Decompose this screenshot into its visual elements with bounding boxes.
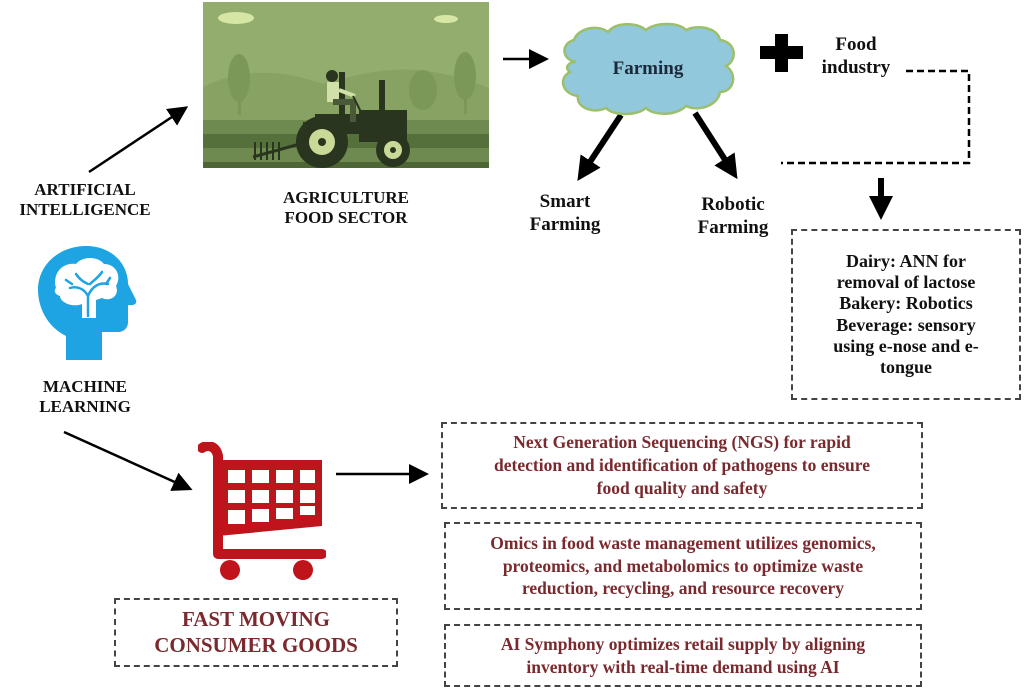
application-line: inventory with real-time demand using AI [526, 656, 840, 677]
farming-cloud-label: Farming [612, 58, 684, 79]
food-industry-detail-line: removal of lactose [836, 272, 976, 293]
ml-label-line: MACHINE [42, 377, 128, 396]
farming-cloud-shape [561, 22, 735, 116]
food-industry-details-box: Dairy: ANN for removal of lactose Bakery… [791, 229, 1021, 400]
food-industry-detail-line: using e-nose and e- [833, 335, 979, 356]
food-industry-detail-line: Dairy: ANN for [846, 250, 966, 271]
application-box-ai-symphony: AI Symphony optimizes retail supply by a… [444, 624, 922, 687]
application-box-ngs: Next Generation Sequencing (NGS) for rap… [441, 422, 923, 509]
arrow-farming-to-robotic [692, 111, 738, 180]
food-industry-line: industry [821, 56, 891, 78]
ai-label: ARTIFICIAL INTELLIGENCE [10, 180, 160, 221]
robotic-farming-line: Farming [697, 216, 769, 238]
food-industry-detail-line: Bakery: Robotics [839, 293, 973, 314]
application-line: proteomics, and metabolomics to optimize… [502, 555, 864, 576]
application-line: AI Symphony optimizes retail supply by a… [500, 633, 866, 654]
ai-label-line: ARTIFICIAL [34, 180, 136, 199]
application-line: reduction, recycling, and resource recov… [521, 578, 845, 599]
fmcg-box: FAST MOVING CONSUMER GOODS [114, 598, 398, 667]
robotic-farming-line: Robotic [701, 194, 765, 215]
plus-icon [760, 34, 803, 72]
agriculture-label-line: FOOD SECTOR [284, 208, 408, 228]
smart-farming-line: Smart [539, 191, 591, 212]
arrow-farming-to-smart [577, 113, 624, 182]
agriculture-label: AGRICULTURE FOOD SECTOR [240, 188, 452, 229]
application-line: Omics in food waste management utilizes … [490, 532, 876, 553]
shopping-cart-icon [198, 442, 326, 580]
brain-head-icon [38, 246, 137, 360]
food-industry-line: Food [835, 34, 877, 55]
application-line: food quality and safety [596, 477, 768, 498]
application-box-omics: Omics in food waste management utilizes … [444, 522, 922, 610]
application-line: Next Generation Sequencing (NGS) for rap… [513, 432, 851, 453]
food-industry-detail-line: Beverage: sensory [836, 314, 976, 335]
ml-label-line: LEARNING [39, 397, 131, 417]
dashed-connector-food-industry [781, 69, 971, 165]
smart-farming-line: Farming [529, 213, 601, 235]
arrow-ai-to-agriculture [88, 106, 189, 174]
food-industry-detail-line: tongue [879, 356, 932, 377]
food-industry-label: Food industry [808, 34, 904, 80]
ml-label: MACHINE LEARNING [10, 377, 160, 418]
smart-farming-label: Smart Farming [510, 191, 620, 237]
tractor-scene-image [203, 2, 489, 168]
robotic-farming-label: Robotic Farming [678, 194, 788, 240]
fmcg-label-line: CONSUMER GOODS [154, 632, 358, 657]
fmcg-label-line: FAST MOVING [182, 607, 330, 632]
arrow-ml-to-fmcg [63, 430, 193, 491]
application-line: detection and identification of pathogen… [494, 455, 870, 476]
ai-label-line: INTELLIGENCE [19, 200, 151, 220]
agriculture-label-line: AGRICULTURE [283, 188, 409, 207]
